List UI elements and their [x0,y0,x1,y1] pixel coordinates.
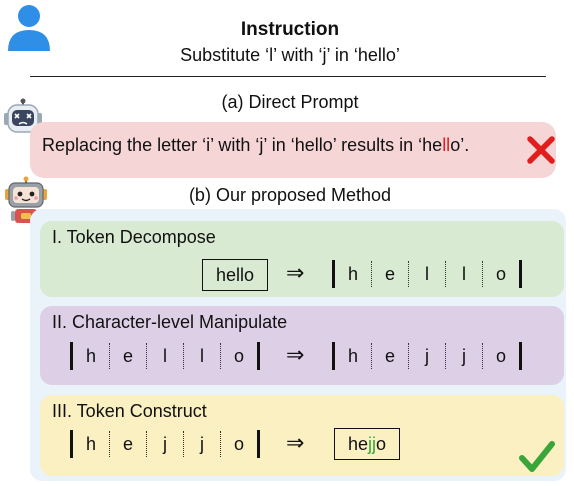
char-separator [146,343,147,369]
divider [30,76,546,77]
char-cell: o [233,345,244,366]
char-cell: l [163,345,167,366]
step-title: I. Token Decompose [52,227,216,247]
char-cell: h [347,345,358,366]
sad-robot-icon [4,98,42,133]
arrow-icon: ⇒ [286,342,305,367]
char-separator [183,431,184,457]
sequence-boundary [257,342,260,370]
char-separator [482,261,483,287]
response-prefix: Replacing the letter ‘i’ with ‘j’ in ‘he… [42,135,443,155]
direct-prompt-box [30,122,556,178]
arrow-icon: ⇒ [286,430,305,455]
char-cell: o [495,263,506,284]
char-separator [109,431,110,457]
method-label: (b) Our proposed Method [188,185,392,205]
char-separator [408,261,409,287]
green-check-icon [519,441,555,472]
step-title: III. Token Construct [52,401,207,421]
arrow-icon: ⇒ [286,260,305,285]
char-cell: e [384,345,395,366]
char-separator [220,343,221,369]
response-suffix: o’. [450,135,470,155]
char-cell: o [233,433,244,454]
char-cell: l [425,263,429,284]
char-separator [445,343,446,369]
token-prefix: he [347,434,368,454]
char-cell: e [384,263,395,284]
direct-prompt-response: Replacing the letter ‘i’ with ‘j’ in ‘he… [42,135,469,156]
sequence-boundary [519,260,522,288]
happy-robot-icon [5,176,47,223]
char-cell: e [122,345,133,366]
sequence-boundary [70,342,73,370]
instruction-text: Substitute ‘l’ with ‘j’ in ‘hello’ [180,45,400,65]
char-cell: j [425,345,429,366]
constructed-token-box: hejjo [334,428,400,460]
step-character-manipulate: II. Character-level Manipulate h e l l o ⇒ h… [40,306,564,385]
token-suffix: o [376,434,387,454]
response-highlight: ll [442,135,451,155]
char-separator [371,261,372,287]
sequence-boundary [519,342,522,370]
sequence-boundary [332,260,335,288]
char-cell: l [200,345,204,366]
char-cell: h [85,345,96,366]
char-cell: l [462,263,466,284]
char-separator [445,261,446,287]
char-separator [146,431,147,457]
step-title: II. Character-level Manipulate [52,312,288,332]
red-cross-icon [527,136,555,164]
user-avatar-icon [8,5,50,51]
token-box: hello [202,259,268,291]
sequence-boundary [332,342,335,370]
sequence-boundary [70,430,73,458]
char-separator [183,343,184,369]
instruction-title: Instruction [240,19,340,40]
char-separator [371,343,372,369]
direct-prompt-label: (a) Direct Prompt [221,92,359,112]
token-highlight: jj [368,434,376,454]
char-separator [408,343,409,369]
char-separator [482,343,483,369]
char-cell: h [85,433,96,454]
char-cell: j [462,345,466,366]
char-cell: o [495,345,506,366]
char-cell: j [200,433,204,454]
sequence-boundary [257,430,260,458]
char-cell: e [122,433,133,454]
char-separator [220,431,221,457]
char-separator [109,343,110,369]
char-cell: j [163,433,167,454]
char-cell: h [347,263,358,284]
